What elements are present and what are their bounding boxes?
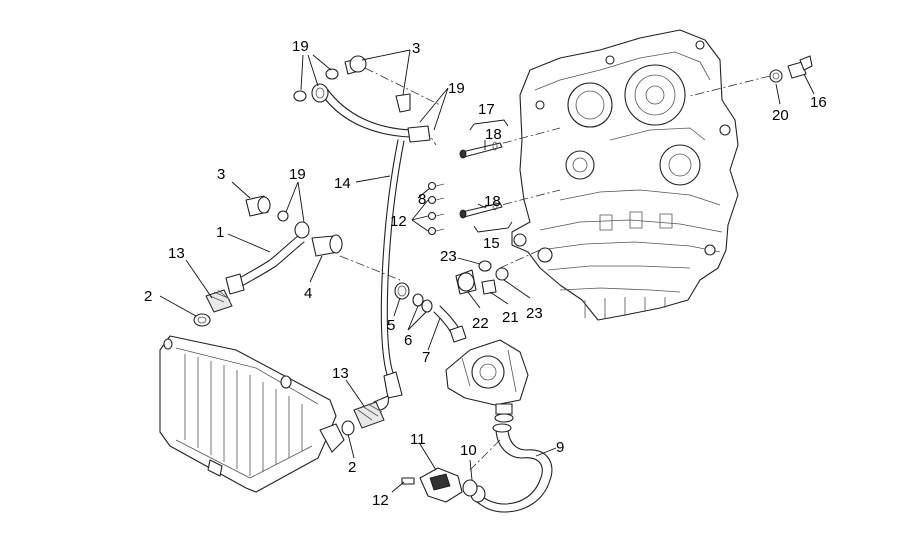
callout-8: 8 xyxy=(418,191,426,208)
callout-21: 21 xyxy=(502,309,519,326)
callout-2-left: 2 xyxy=(144,288,152,305)
callout-22: 22 xyxy=(472,315,489,332)
callout-leaders xyxy=(159,49,815,493)
callout-12-middle: 12 xyxy=(390,213,407,230)
thermostat-housing-11 xyxy=(401,467,478,503)
callout-23-upper: 23 xyxy=(440,248,457,265)
callout-11: 11 xyxy=(410,431,426,448)
valve-22-21-23 xyxy=(455,260,509,295)
callout-19-top: 19 xyxy=(292,38,309,55)
pipe-9 xyxy=(470,423,553,513)
callout-20: 20 xyxy=(772,107,789,124)
seals-5-6 xyxy=(394,282,433,313)
fitting-13-left xyxy=(193,289,233,327)
callout-10: 10 xyxy=(460,442,477,459)
callout-3-left: 3 xyxy=(217,166,225,183)
oil-hose-14 xyxy=(321,89,431,411)
callout-5: 5 xyxy=(387,317,395,334)
studs-17-15 xyxy=(459,141,503,219)
callout-15: 15 xyxy=(483,235,500,252)
oil-pump-assembly xyxy=(445,339,529,423)
fitting-13-bottom xyxy=(341,401,385,436)
callout-13-bottom: 13 xyxy=(332,365,349,382)
callout-9: 9 xyxy=(556,439,564,456)
callout-3-top: 3 xyxy=(412,40,420,57)
callout-18-upper: 18 xyxy=(485,126,502,143)
oil-pressure-sender-16 xyxy=(769,55,813,83)
callout-6: 6 xyxy=(404,332,412,349)
callout-4: 4 xyxy=(304,285,312,302)
pipe-7 xyxy=(433,305,467,343)
callout-12-bottom: 12 xyxy=(372,492,389,509)
callout-13-left: 13 xyxy=(168,245,185,262)
callout-19-hose: 19 xyxy=(448,80,465,97)
callout-18-lower: 18 xyxy=(484,193,501,210)
callout-2-bottom: 2 xyxy=(348,459,356,476)
callout-7: 7 xyxy=(422,349,430,366)
oil-cooler-radiator xyxy=(159,335,345,493)
callout-numbers: 19 3 19 17 18 16 20 14 3 19 8 12 18 15 1… xyxy=(144,38,827,509)
oil-hose-1 xyxy=(225,195,343,295)
callout-1: 1 xyxy=(216,224,224,241)
callout-14: 14 xyxy=(334,175,351,192)
assembly-axis-lines xyxy=(339,67,771,471)
engine-crankcase xyxy=(511,29,739,321)
callout-19-left: 19 xyxy=(289,166,306,183)
callout-17: 17 xyxy=(478,101,495,118)
banjo-bolt-3-top xyxy=(344,55,411,113)
callout-23-lower: 23 xyxy=(526,305,543,322)
screws-8-12 xyxy=(427,181,445,236)
banjo-fitting-top xyxy=(293,68,339,103)
callout-16: 16 xyxy=(810,94,827,111)
